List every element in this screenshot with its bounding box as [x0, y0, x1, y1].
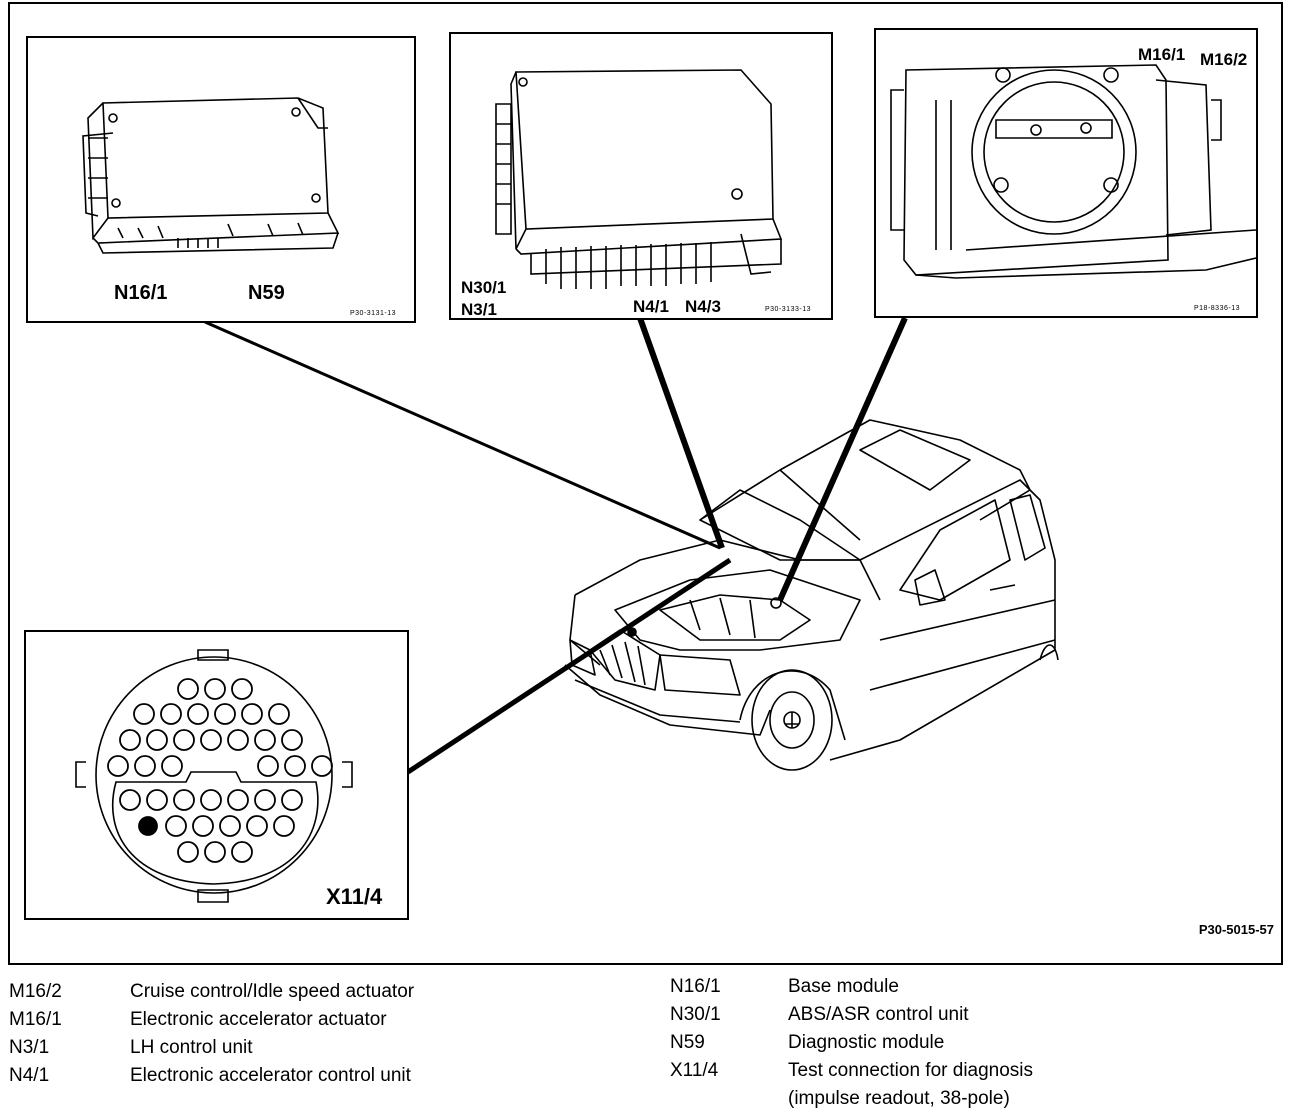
legend-right: N16/1 Base module N30/1 ABS/ASR control un…	[670, 973, 1033, 1113]
legend-code: N16/1	[670, 976, 721, 997]
legend-text: Base module	[788, 976, 899, 997]
connector-pin	[227, 729, 249, 751]
panel-test-connector: X11/4	[24, 630, 409, 920]
connector-pin	[231, 678, 253, 700]
connector-pin	[227, 789, 249, 811]
connector-pin	[246, 815, 268, 837]
connector-pin	[146, 729, 168, 751]
connector-pin	[119, 729, 141, 751]
label-n4-1: N4/1	[633, 297, 669, 316]
connector-pin	[204, 678, 226, 700]
connector-pin	[281, 789, 303, 811]
connector-pin	[200, 729, 222, 751]
connector-pin	[146, 789, 168, 811]
panel-code: P30-3131-13	[350, 310, 396, 317]
connector-pin	[165, 815, 187, 837]
legend-text: Diagnostic module	[788, 1032, 945, 1053]
connector-pin	[173, 789, 195, 811]
legend-code: N59	[670, 1032, 705, 1053]
legend-code: N30/1	[670, 1004, 721, 1025]
connector-pin	[192, 815, 214, 837]
connector-pin	[284, 755, 306, 777]
legend-text: Electronic accelerator actuator	[130, 1009, 387, 1030]
legend-code: M16/2	[9, 981, 62, 1002]
legend-code: M16/1	[9, 1009, 62, 1030]
legend-row: X11/4 Test connection for diagnosis	[670, 1057, 1033, 1085]
module-drawing	[82, 97, 340, 254]
connector-pin	[160, 703, 182, 725]
connector-pin-marker	[138, 816, 158, 836]
legend-text: ABS/ASR control unit	[788, 1004, 969, 1025]
legend-row: M16/2 Cruise control/Idle speed actuator	[9, 978, 414, 1006]
connector-pin	[107, 755, 129, 777]
label-m16-2: M16/2	[1200, 50, 1248, 69]
connector-drawing	[75, 649, 353, 903]
connector-pin	[219, 815, 241, 837]
connector-pin	[273, 815, 295, 837]
connector-pin	[161, 755, 183, 777]
panel-code: P18-8336-13	[1194, 305, 1240, 312]
legend-row: N4/1 Electronic accelerator control unit	[9, 1062, 414, 1090]
legend-row: N16/1 Base module	[670, 973, 1033, 1001]
legend-text: Test connection for diagnosis	[788, 1060, 1034, 1081]
legend-row: N30/1 ABS/ASR control unit	[670, 1001, 1033, 1029]
connector-pin	[231, 841, 253, 863]
label-n4-3: N4/3	[685, 297, 721, 316]
figure-reference: P30-5015-57	[1198, 922, 1274, 937]
legend-code: N3/1	[9, 1037, 50, 1058]
legend-text: LH control unit	[130, 1037, 253, 1058]
connector-pin	[187, 703, 209, 725]
panel-base-module: N16/1 N59 P30-3131-13	[26, 36, 416, 323]
legend-row: N3/1 LH control unit	[9, 1034, 414, 1062]
connector-pin	[204, 841, 226, 863]
label-n30-1: N30/1	[461, 278, 507, 297]
connector-pin	[241, 703, 263, 725]
connector-pin	[311, 755, 333, 777]
connector-pin	[173, 729, 195, 751]
label-n16-1: N16/1	[114, 282, 168, 304]
legend-row: N59 Diagnostic module	[670, 1029, 1033, 1057]
connector-pin	[254, 729, 276, 751]
panel-control-units: N30/1 N3/1 N4/1 N4/3 P30-3133-13	[449, 32, 833, 320]
diagram-frame	[8, 2, 1283, 965]
legend-text: Electronic accelerator control unit	[130, 1065, 411, 1086]
control-unit-drawing	[495, 69, 783, 289]
connector-pin	[133, 703, 155, 725]
legend-text: Cruise control/Idle speed actuator	[130, 981, 415, 1002]
label-n3-1: N3/1	[461, 300, 497, 319]
connector-pin	[268, 703, 290, 725]
legend-text: (impulse readout, 38-pole)	[788, 1088, 1010, 1109]
label-n59: N59	[248, 282, 285, 304]
legend-code: N4/1	[9, 1065, 50, 1086]
connector-pin	[119, 789, 141, 811]
connector-pin	[254, 789, 276, 811]
connector-pin	[134, 755, 156, 777]
throttle-drawing	[890, 64, 1256, 279]
connector-pin	[177, 678, 199, 700]
label-x11-4: X11/4	[326, 884, 383, 909]
label-m16-1: M16/1	[1138, 45, 1186, 64]
legend-row: M16/1 Electronic accelerator actuator	[9, 1006, 414, 1034]
connector-pin	[177, 841, 199, 863]
legend-continuation: (impulse readout, 38-pole)	[670, 1085, 1033, 1113]
connector-pin	[214, 703, 236, 725]
connector-pin	[200, 789, 222, 811]
connector-pin	[281, 729, 303, 751]
legend-code: X11/4	[670, 1060, 719, 1081]
panel-code: P30-3133-13	[765, 306, 811, 313]
panel-throttle-actuator: M16/1 M16/2 P18-8336-13	[874, 28, 1258, 318]
connector-pin	[257, 755, 279, 777]
